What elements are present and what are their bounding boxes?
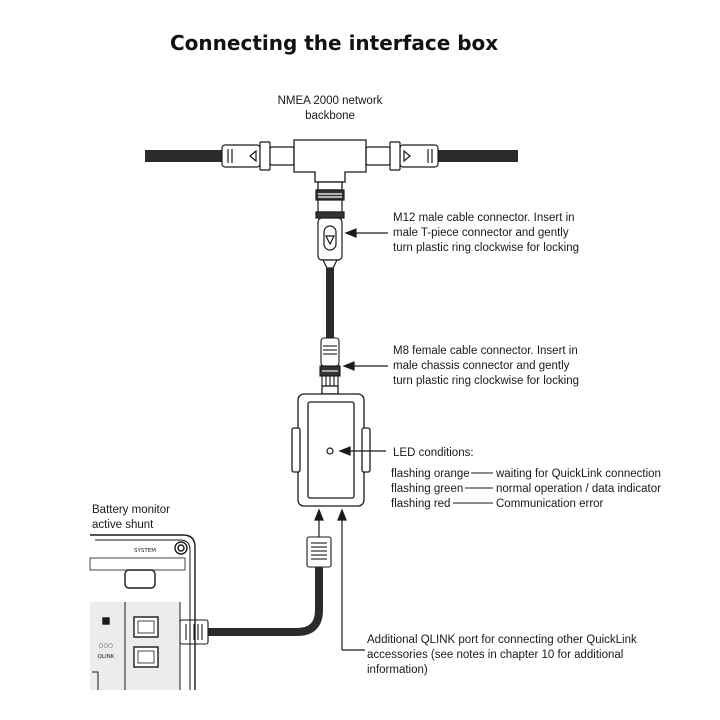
battery-monitor-plug xyxy=(179,619,209,645)
led-meaning-orange: waiting for QuickLink connection xyxy=(495,468,661,480)
led-indicator xyxy=(326,447,334,455)
qlink-cable xyxy=(208,567,323,636)
m8-label-line-3: turn plastic ring clockwise for locking xyxy=(393,375,579,387)
qlink-label: QLINK xyxy=(98,654,115,660)
qlink-dots-icon: ○○○ xyxy=(99,643,114,649)
led-state-orange: flashing orange xyxy=(391,468,470,480)
led-state-red: flashing red xyxy=(391,498,450,510)
backbone-connector-right xyxy=(365,141,439,171)
qlink-port-arrows xyxy=(314,508,365,651)
t-piece-connector xyxy=(293,139,367,191)
backbone-connector-left xyxy=(221,141,295,171)
m12-label-line-2: male T-piece connector and gently xyxy=(393,227,569,239)
m8-arrow xyxy=(342,361,388,371)
m8-cable-connector xyxy=(319,337,341,387)
m12-label-line-1: M12 male cable connector. Insert in xyxy=(393,212,575,224)
qlink-port-label-line-1: Additional QLINK port for connecting oth… xyxy=(367,634,637,646)
m12-arrow xyxy=(344,228,388,238)
battery-monitor-device xyxy=(89,534,196,690)
qlink-cable-plug xyxy=(306,536,332,568)
backbone-cable-right xyxy=(438,150,518,162)
led-arrow xyxy=(338,446,386,456)
m8-label-line-1: M8 female cable connector. Insert in xyxy=(393,345,578,357)
qlink-port-label-line-2: accessories (see notes in chapter 10 for… xyxy=(367,649,623,661)
qlink-port-label-line-3: information) xyxy=(367,664,428,676)
backbone-label-line-1: NMEA 2000 network xyxy=(278,95,383,107)
led-state-green: flashing green xyxy=(391,483,463,495)
backbone-cable-left xyxy=(145,150,225,162)
system-label: SYSTEM xyxy=(134,548,156,554)
m8-label-line-2: male chassis connector and gently xyxy=(393,360,570,372)
m12-label-line-3: turn plastic ring clockwise for locking xyxy=(393,242,579,254)
led-meaning-green: normal operation / data indicator xyxy=(496,483,661,495)
interface-box xyxy=(291,385,371,507)
led-heading: LED conditions: xyxy=(393,447,474,459)
diagram-title: Connecting the interface box xyxy=(170,31,498,55)
battery-label-line-2: active shunt xyxy=(92,519,154,531)
backbone-label-line-2: backbone xyxy=(305,110,355,122)
m12-cable-connector xyxy=(315,189,345,269)
battery-label-line-1: Battery monitor xyxy=(92,504,170,516)
drop-cable xyxy=(326,268,334,340)
led-meaning-red: Communication error xyxy=(496,498,604,510)
